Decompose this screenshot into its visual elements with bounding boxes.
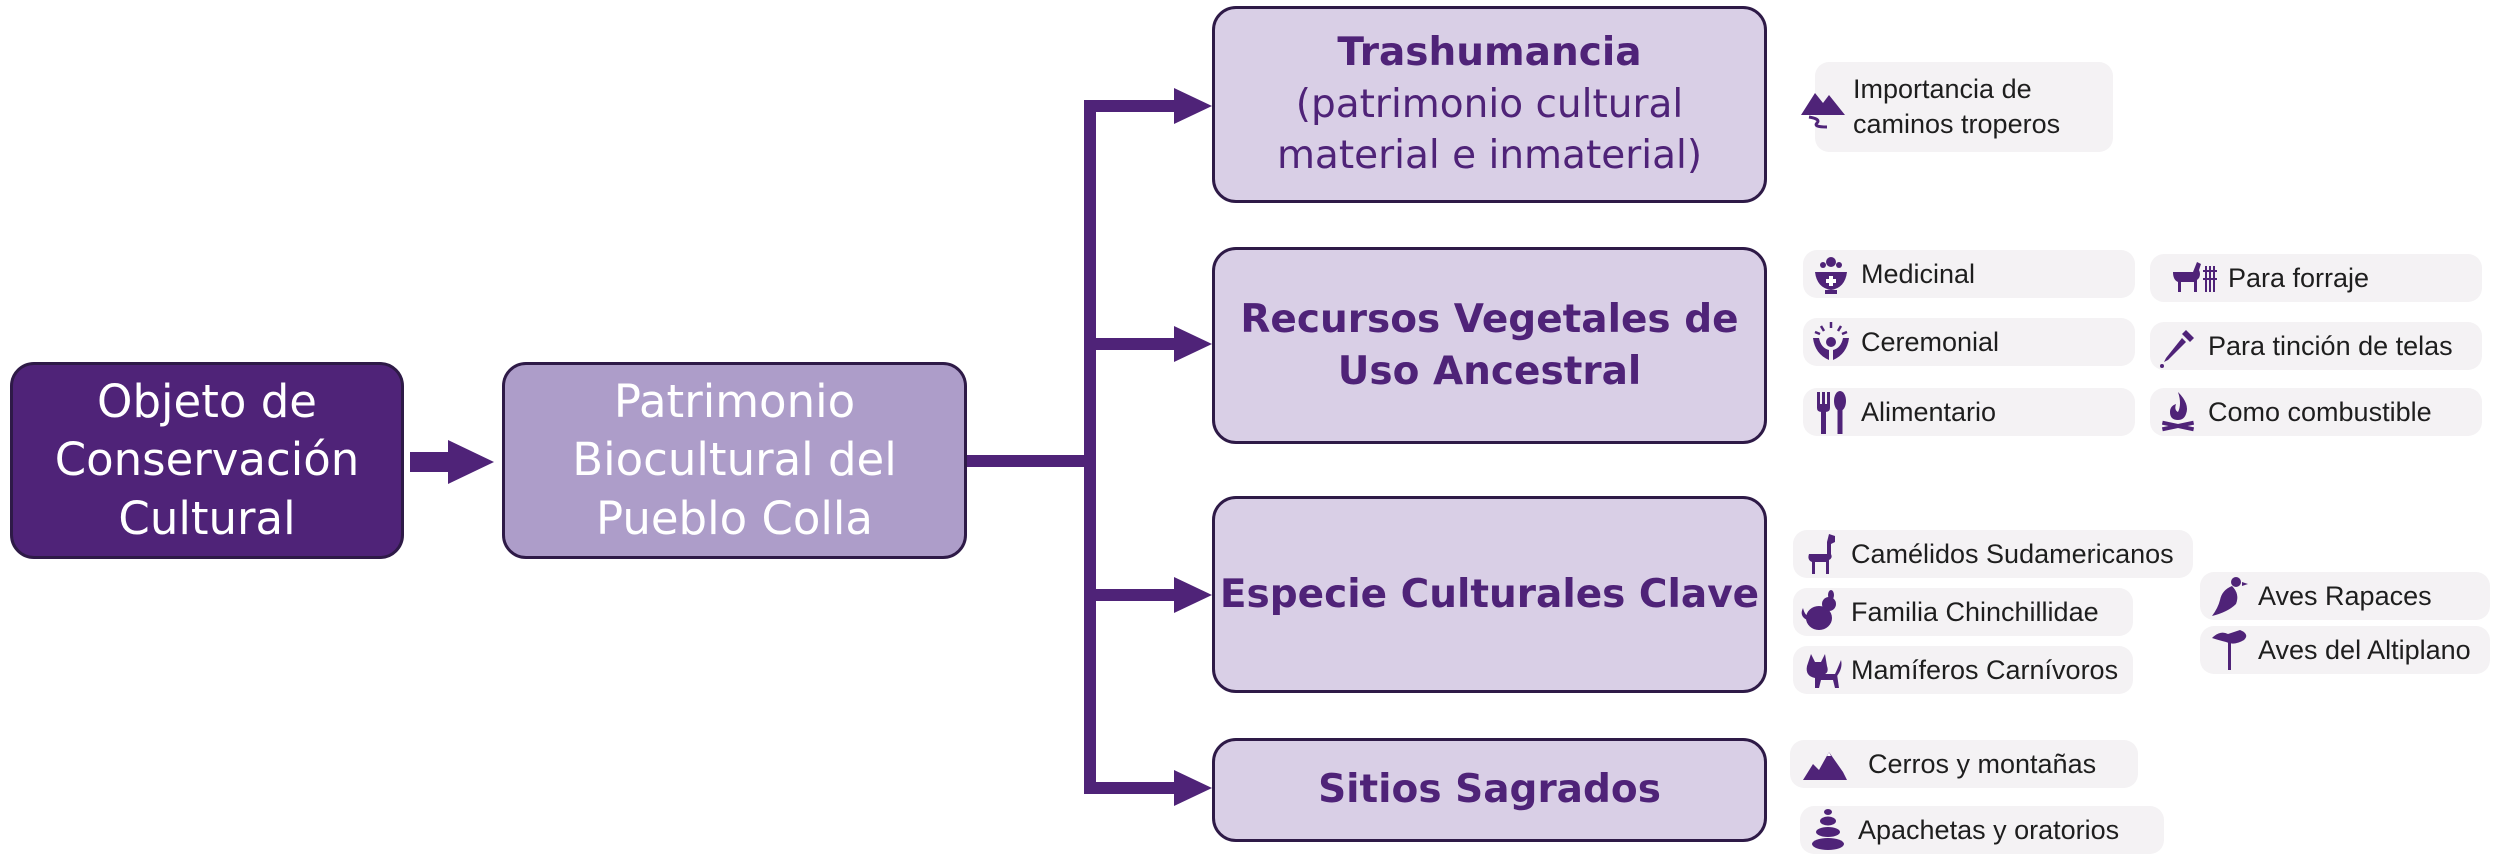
middle-label: Patrimonio Biocultural del Pueblo Colla — [572, 374, 897, 545]
branch-box-trashumancia: Trashumancia (patrimonio cultural materi… — [1212, 6, 1767, 203]
branch-title-rest: (patrimonio cultural material e inmateri… — [1276, 81, 1703, 179]
chip-medicinal: Medicinal — [1803, 250, 2135, 298]
chip-carnivoros: Mamíferos Carnívoros — [1793, 646, 2133, 694]
llama-icon — [1808, 534, 1835, 574]
chip-altiplano: Aves del Altiplano — [2200, 626, 2490, 674]
chip-label: Mamíferos Carnívoros — [1851, 654, 2119, 685]
branch-title-bold: Trashumancia — [1337, 30, 1642, 76]
branch-title-bold: Sitios Sagrados — [1318, 767, 1661, 813]
branch-title-bold: Recursos Vegetales de Uso Ancestral — [1240, 297, 1739, 394]
branch-box-especies: Especie Culturales Clave — [1212, 496, 1767, 693]
flamingo-icon — [2212, 630, 2247, 670]
mountain-path-icon — [1801, 93, 1845, 129]
middle-box: Patrimonio Biocultural del Pueblo Colla — [502, 362, 967, 559]
branch-title-bold: Especie Culturales Clave — [1219, 571, 1760, 617]
root-label: Objeto de Conservación Cultural — [54, 374, 360, 545]
chip-label: Cerros y montañas — [1868, 748, 2097, 779]
chip-label: Ceremonial — [1861, 326, 2000, 357]
branch-box-recursos-vegetales: Recursos Vegetales de Uso Ancestral — [1212, 247, 1767, 444]
campfire-icon — [2161, 392, 2195, 432]
chip-alimentario: Alimentario — [1803, 388, 2135, 436]
chip-label: Camélidos Sudamericanos — [1851, 538, 2174, 569]
chip-combustible: Como combustible — [2150, 388, 2482, 436]
chip-tincion: Para tinción de telas — [2150, 322, 2482, 370]
chip-cerros: Cerros y montañas — [1790, 740, 2138, 788]
chip-label: Para forraje — [2228, 262, 2370, 293]
root-box: Objeto de Conservación Cultural — [10, 362, 404, 559]
chip-label: Apachetas y oratorios — [1858, 814, 2120, 845]
chip-label: Aves Rapaces — [2258, 580, 2432, 611]
stone-cairn-icon — [1812, 809, 1844, 850]
chip-label: Alimentario — [1861, 396, 1997, 427]
chip-camelidos: Camélidos Sudamericanos — [1793, 530, 2193, 578]
offering-hands-icon — [1813, 322, 1849, 360]
branch-box-sitios-sagrados: Sitios Sagrados — [1212, 738, 1767, 842]
chip-forraje: Para forraje — [2150, 254, 2482, 302]
chip-label: Medicinal — [1861, 258, 1976, 289]
goat-hay-icon — [2173, 262, 2217, 292]
mortar-icon — [1815, 257, 1847, 294]
condor-icon — [2212, 577, 2248, 616]
chip-label: Para tinción de telas — [2208, 330, 2453, 361]
chip-rapaces: Aves Rapaces — [2200, 572, 2490, 620]
chip-ceremonial: Ceremonial — [1803, 318, 2135, 366]
chip-caminos-troperos: Importancia de caminos troperos — [1801, 62, 2113, 152]
chip-apachetas: Apachetas y oratorios — [1800, 806, 2164, 854]
mountains-icon — [1803, 752, 1847, 780]
chinchilla-icon — [1801, 590, 1836, 630]
chip-label: Familia Chinchillidae — [1851, 596, 2099, 627]
chip-label: Como combustible — [2208, 396, 2432, 427]
fork-spoon-icon — [1817, 391, 1846, 434]
dropper-icon — [2160, 330, 2194, 368]
chip-label: Importancia de caminos troperos — [1853, 73, 2061, 139]
chip-chinchillidae: Familia Chinchillidae — [1793, 588, 2133, 636]
fox-icon — [1806, 654, 1842, 688]
chip-label: Aves del Altiplano — [2258, 634, 2471, 665]
